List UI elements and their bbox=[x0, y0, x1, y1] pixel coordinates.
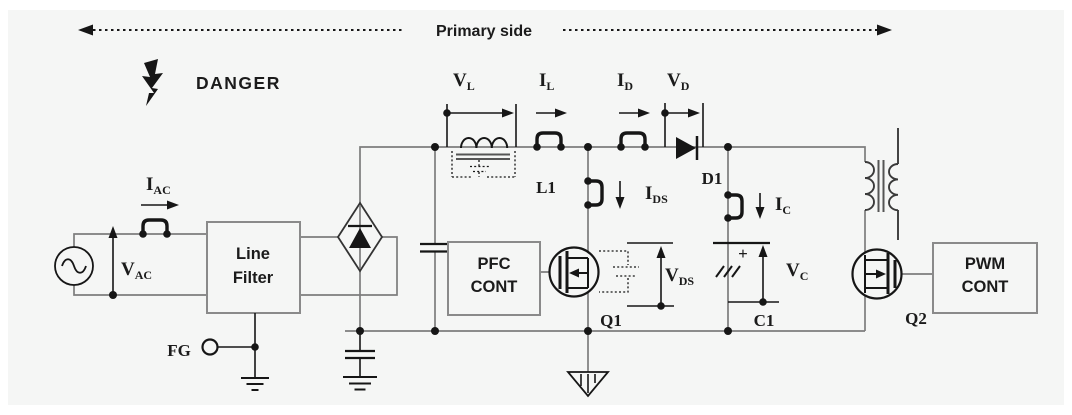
line-filter-block: Line Filter bbox=[206, 221, 301, 314]
line-filter-box bbox=[206, 221, 301, 314]
ids-label: IDS bbox=[645, 183, 668, 206]
il-current-probe: IL bbox=[535, 70, 567, 147]
q1-label: Q1 bbox=[600, 311, 622, 330]
diode-d1: D1 bbox=[676, 136, 722, 188]
vl-measurement: VL bbox=[446, 70, 517, 147]
id-label: ID bbox=[617, 70, 633, 93]
arrow-up-icon bbox=[108, 226, 118, 238]
bridge-diode-icon bbox=[349, 228, 371, 248]
danger-label: DANGER bbox=[196, 73, 281, 93]
pfc-label-2: CONT bbox=[471, 278, 518, 296]
junction-dots bbox=[109, 109, 767, 351]
ac-top-wire bbox=[73, 233, 207, 247]
y-capacitor-ground bbox=[343, 331, 377, 391]
arrow-down-icon bbox=[755, 207, 765, 219]
bulk-capacitor bbox=[420, 242, 450, 253]
chassis-ground-icon bbox=[566, 371, 610, 398]
inductor-l1: L1 bbox=[451, 137, 556, 197]
lightning-bolt-icon bbox=[142, 59, 163, 106]
arrow-up-icon bbox=[758, 245, 768, 257]
pwm-label-2: CONT bbox=[962, 278, 1009, 296]
arrow-right-icon bbox=[167, 200, 179, 210]
iac-current-probe: IAC bbox=[141, 174, 179, 234]
fg-label: FG bbox=[167, 341, 191, 360]
fg-terminal: FG bbox=[167, 313, 269, 391]
c1-label: C1 bbox=[754, 311, 775, 330]
ac-bottom-wire bbox=[73, 285, 207, 296]
arrow-left-icon bbox=[78, 24, 93, 36]
inductor-coil-icon bbox=[460, 137, 509, 149]
pfc-label-1: PFC bbox=[478, 255, 511, 273]
ic-label: IC bbox=[775, 194, 791, 217]
ac-source bbox=[54, 246, 94, 286]
filter-to-bridge-return-wire bbox=[300, 236, 398, 296]
arrow-up-icon bbox=[656, 246, 666, 258]
arrow-right-icon bbox=[876, 269, 886, 279]
line-filter-label-2: Filter bbox=[233, 269, 274, 287]
diode-icon bbox=[676, 137, 696, 159]
q2-label: Q2 bbox=[905, 309, 927, 328]
vd-label: VD bbox=[667, 70, 690, 93]
current-loop-icon bbox=[619, 131, 647, 147]
vc-label: VC bbox=[786, 260, 808, 283]
vl-label: VL bbox=[453, 70, 475, 93]
capacitor-c1: + VC C1 bbox=[713, 241, 808, 330]
l1-label: L1 bbox=[536, 178, 556, 197]
transformer bbox=[864, 128, 899, 240]
current-loop-icon bbox=[141, 218, 169, 234]
d1-label: D1 bbox=[702, 169, 723, 188]
earth-ground-icon bbox=[343, 376, 377, 391]
arrow-right-icon bbox=[502, 108, 514, 118]
parasitic-capacitance-dashed bbox=[451, 151, 516, 178]
iac-label: IAC bbox=[146, 174, 171, 197]
c1-plus-sign: + bbox=[738, 244, 748, 263]
vac-label: VAC bbox=[121, 259, 152, 282]
mosfet-q1: Q1 bbox=[548, 246, 622, 330]
diagram-background bbox=[8, 10, 1064, 405]
pfc-controller-block: PFC CONT bbox=[447, 241, 541, 316]
primary-winding-icon bbox=[864, 161, 875, 211]
vac-measurement: VAC bbox=[108, 226, 152, 295]
ground-triangle bbox=[566, 371, 610, 398]
current-loop-icon bbox=[728, 193, 744, 220]
pfc-box bbox=[447, 241, 541, 316]
top-rail bbox=[359, 146, 866, 203]
il-label: IL bbox=[539, 70, 554, 93]
line-filter-label-1: Line bbox=[236, 245, 270, 263]
ic-current-probe: IC bbox=[728, 193, 791, 220]
arrow-right-icon bbox=[638, 108, 650, 118]
sine-wave-icon bbox=[61, 258, 87, 274]
vds-measurement: VDS bbox=[627, 242, 694, 307]
current-loop-icon bbox=[535, 131, 563, 147]
vd-measurement: VD bbox=[664, 70, 704, 147]
pwm-controller-block: PWM CONT bbox=[932, 242, 1038, 314]
arrow-down-icon bbox=[615, 197, 625, 209]
arrow-left-icon bbox=[569, 268, 579, 278]
wires bbox=[73, 146, 933, 372]
arrow-right-icon bbox=[688, 108, 700, 118]
primary-side-label: Primary side bbox=[436, 23, 532, 40]
bridge-rectifier bbox=[336, 201, 384, 273]
pwm-label-1: PWM bbox=[965, 255, 1005, 273]
ids-current-probe: IDS bbox=[588, 179, 668, 209]
earth-ground-icon bbox=[241, 377, 269, 391]
vds-label: VDS bbox=[665, 265, 694, 288]
arrow-right-icon bbox=[877, 24, 892, 36]
pwm-box bbox=[932, 242, 1038, 314]
current-loop-icon bbox=[588, 179, 604, 207]
id-current-probe: ID bbox=[617, 70, 650, 147]
ac-source-circle bbox=[54, 246, 94, 286]
mosfet-q2: Q2 bbox=[851, 248, 927, 328]
arrow-right-icon bbox=[555, 108, 567, 118]
q1-parasitic-cap-dashed bbox=[599, 250, 639, 293]
c1-hatched-plate bbox=[715, 265, 741, 278]
danger-warning: DANGER bbox=[142, 59, 281, 106]
secondary-winding-icon bbox=[888, 163, 899, 212]
primary-side-span: Primary side bbox=[78, 23, 892, 40]
